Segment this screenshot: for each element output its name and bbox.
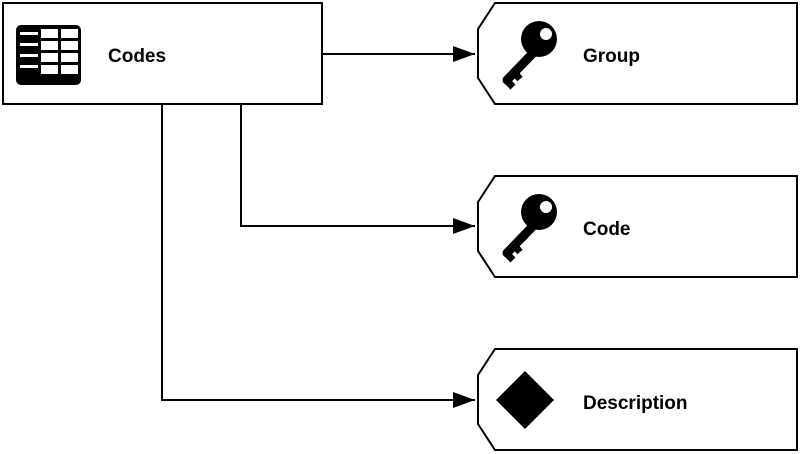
field-node-group[interactable]: Group <box>477 2 798 105</box>
key-icon <box>502 194 557 263</box>
table-icon <box>16 25 81 85</box>
field-box <box>477 2 798 105</box>
field-label: Description <box>583 393 688 414</box>
connector-codes-to-code <box>240 104 475 234</box>
field-label: Code <box>583 219 631 240</box>
field-label: Group <box>583 46 640 67</box>
connectors <box>161 46 475 408</box>
field-node-code[interactable]: Code <box>477 175 798 278</box>
table-label: Codes <box>108 46 166 67</box>
table-node-codes[interactable]: Codes <box>2 2 323 105</box>
field-node-description[interactable]: Description <box>477 348 798 451</box>
field-box <box>477 175 798 278</box>
key-icon <box>502 21 557 90</box>
connector-codes-to-description <box>161 104 475 408</box>
field-box <box>477 348 798 451</box>
diamond-icon <box>496 371 554 429</box>
